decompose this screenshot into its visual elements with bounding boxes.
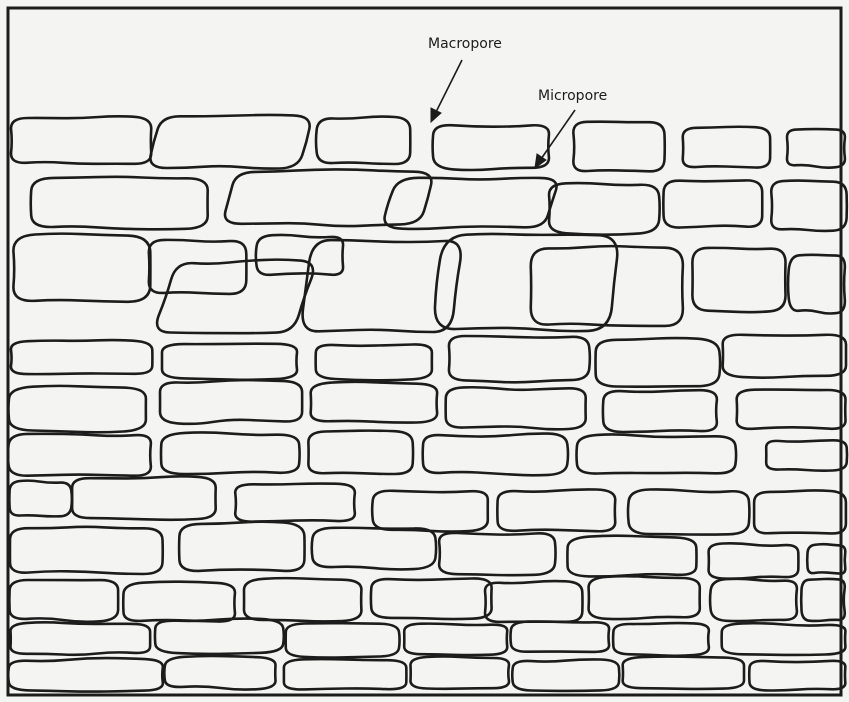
aggregate-68 — [613, 623, 709, 656]
aggregate-20 — [531, 246, 683, 326]
aggregate-13 — [771, 181, 847, 231]
aggregate-24 — [162, 344, 297, 380]
aggregate-33 — [603, 390, 717, 432]
aggregate-72 — [284, 659, 407, 689]
aggregate-63 — [10, 622, 150, 654]
aggregate-37 — [308, 431, 413, 474]
aggregate-76 — [749, 661, 845, 691]
aggregate-69 — [722, 623, 846, 655]
aggregate-26 — [449, 336, 590, 382]
macropore-arrowhead — [431, 108, 441, 122]
soil-aggregates — [8, 115, 847, 692]
aggregate-61 — [710, 579, 797, 621]
aggregate-6 — [683, 127, 770, 168]
aggregate-15 — [149, 240, 247, 294]
aggregate-48 — [10, 527, 163, 574]
aggregate-42 — [72, 476, 216, 519]
aggregate-9 — [225, 169, 431, 226]
aggregate-62 — [801, 579, 845, 621]
aggregate-41 — [9, 481, 72, 517]
aggregate-36 — [161, 432, 300, 474]
aggregate-56 — [123, 582, 235, 622]
aggregate-58 — [371, 578, 492, 619]
aggregate-40 — [766, 440, 847, 470]
aggregate-65 — [286, 623, 400, 657]
aggregate-23 — [11, 340, 152, 374]
macropore-label: Macropore — [428, 36, 502, 52]
aggregate-12 — [663, 180, 762, 227]
aggregate-14 — [13, 234, 150, 302]
aggregate-44 — [372, 491, 488, 532]
aggregate-22 — [788, 255, 845, 314]
aggregate-57 — [244, 578, 361, 621]
aggregate-34 — [737, 390, 846, 429]
aggregate-1 — [11, 116, 151, 164]
aggregate-5 — [573, 122, 664, 172]
aggregate-2 — [150, 115, 309, 169]
aggregate-11 — [549, 183, 660, 235]
aggregate-59 — [485, 581, 582, 622]
aggregate-31 — [311, 382, 437, 423]
aggregate-4 — [433, 125, 549, 170]
aggregate-52 — [567, 536, 696, 577]
aggregate-27 — [596, 338, 721, 387]
aggregate-47 — [754, 490, 846, 533]
aggregate-70 — [8, 658, 163, 692]
aggregate-49 — [179, 522, 304, 571]
aggregate-64 — [155, 619, 284, 654]
aggregate-75 — [623, 657, 744, 689]
aggregate-10 — [385, 178, 557, 229]
aggregate-43 — [235, 484, 355, 522]
macropore-arrow — [436, 60, 462, 112]
aggregate-38 — [423, 434, 568, 476]
aggregate-60 — [589, 576, 700, 619]
aggregate-21 — [692, 248, 785, 312]
aggregate-45 — [497, 489, 615, 531]
aggregate-29 — [8, 386, 145, 432]
aggregate-46 — [628, 489, 749, 534]
aggregate-50 — [312, 528, 436, 570]
aggregate-32 — [446, 387, 586, 429]
aggregate-66 — [404, 624, 507, 655]
aggregate-28 — [723, 335, 846, 378]
aggregate-8 — [31, 177, 208, 230]
aggregate-73 — [410, 657, 508, 689]
aggregate-71 — [164, 656, 275, 690]
aggregate-74 — [512, 659, 619, 691]
aggregate-51 — [439, 533, 555, 575]
aggregate-3 — [316, 117, 410, 164]
aggregate-16 — [157, 260, 313, 334]
aggregate-35 — [8, 434, 151, 476]
aggregate-25 — [316, 344, 432, 380]
aggregate-39 — [577, 434, 737, 473]
aggregate-30 — [160, 380, 302, 424]
aggregate-7 — [787, 129, 845, 168]
diagram-frame — [8, 8, 841, 695]
aggregate-55 — [9, 580, 118, 622]
micropore-arrow — [541, 110, 575, 159]
aggregate-19 — [435, 234, 617, 331]
micropore-label: Micropore — [538, 88, 607, 104]
aggregate-67 — [511, 622, 610, 652]
macropore-annotation: Macropore — [428, 36, 502, 122]
aggregate-53 — [709, 543, 799, 578]
